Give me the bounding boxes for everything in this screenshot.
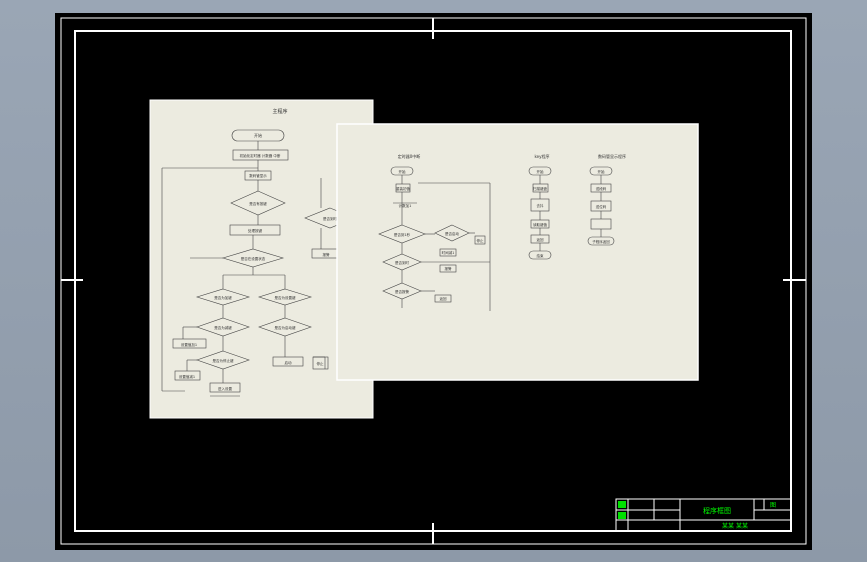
box-start	[272, 356, 304, 367]
c3-end-label: 子程序返回	[592, 239, 610, 244]
sheet-label: 图	[770, 502, 776, 509]
label-start: 开始	[254, 132, 262, 138]
c1-box1	[395, 183, 411, 193]
c3-box2-label: 送位码	[596, 204, 607, 209]
label-box-a: 设置值加1	[181, 342, 197, 347]
drawing-name: 程序框图	[703, 506, 731, 515]
c2-box1-label: 扫描键盘	[533, 186, 547, 191]
title-block	[615, 498, 792, 532]
label-q5: 是否为停止键	[213, 358, 234, 363]
c3-end	[587, 236, 615, 246]
box-enter	[209, 382, 241, 393]
c2-box2-label: 去抖	[537, 203, 545, 208]
c1-q2	[434, 224, 470, 242]
label-box-b: 设置值减1	[179, 374, 195, 379]
org-name: 某某 某某	[722, 523, 748, 530]
title-block-mark-2	[618, 512, 626, 519]
c1-box5-label: 返回	[440, 296, 448, 301]
c1-box3-label: 时间减1	[442, 250, 455, 255]
c1-q3-label: 是否到时	[395, 260, 409, 265]
title-block-mark-1	[618, 501, 626, 508]
process-key	[229, 224, 281, 236]
c1-box6-label: 停止	[477, 238, 485, 243]
label-q2: 是否在设置状态	[241, 256, 266, 261]
c1-box1-label: 重装初值	[396, 186, 410, 191]
c1-q2-label: 是否启动	[445, 231, 459, 236]
label-q-side: 是否到时	[323, 216, 337, 221]
c2-box3-label: 读取键值	[533, 222, 547, 227]
c3-start-label: 开始	[598, 169, 606, 174]
label-q3a: 是否为加键	[214, 295, 232, 300]
label-q4b: 是否为启动键	[275, 325, 296, 330]
left-title: 主程序	[272, 108, 287, 115]
c1-box3	[439, 248, 457, 257]
label-box-e: 启动	[285, 360, 293, 365]
box-stop	[312, 356, 329, 370]
c2-end	[528, 250, 552, 260]
box-minus	[174, 370, 201, 381]
label-q4a: 是否为设置键	[275, 295, 296, 300]
left-flowchart-page: 主程序 开始 初始化定时器 计数器 中断 数码管显示 是否有按键 处理按键 是否…	[149, 99, 374, 419]
label-q1: 是否有按键	[249, 201, 267, 206]
c1-box5	[434, 294, 452, 303]
cad-drawing: 主程序 开始 初始化定时器 计数器 中断 数码管显示 是否有按键 处理按键 是否…	[60, 17, 807, 545]
c2-box4-label: 返回	[537, 237, 545, 242]
box-plus	[172, 338, 207, 349]
process-init	[232, 149, 289, 161]
drawing-sheet: 主程序 开始 初始化定时器 计数器 中断 数码管显示 是否有按键 处理按键 是否…	[55, 13, 812, 550]
c1-start-label: 开始	[399, 169, 407, 174]
c1-q1-label: 是否到1秒	[394, 232, 411, 237]
c1-box4-label: 报警	[445, 266, 453, 271]
label-q3b: 是否为减键	[214, 325, 232, 330]
label-box-f: 停止	[317, 361, 325, 366]
c2-start-label: 开始	[537, 169, 545, 174]
c2-box1	[532, 183, 549, 193]
c2-title: key程序	[534, 153, 549, 159]
label-init: 初始化定时器 计数器 中断	[240, 153, 281, 158]
label-box-c: 进入设置	[218, 386, 232, 391]
c1-title: 定时器0中断	[398, 153, 421, 159]
right-flowchart-page: 定时器0中断 开始 重装初值 计数加1 是否到1秒 是否启动 是否到时 是否报警…	[336, 123, 699, 381]
label-display: 数码管显示	[249, 173, 267, 178]
c1-box2-label: 计数加1	[399, 203, 412, 208]
c3-title: 数码管显示程序	[598, 153, 626, 159]
label-box-side: 报警	[323, 252, 331, 257]
c3-box1-label: 送段码	[596, 186, 607, 191]
c1-box6	[474, 235, 486, 245]
label-process2: 处理按键	[248, 228, 262, 233]
c1-q4-label: 是否报警	[395, 289, 409, 294]
c1-box4	[439, 264, 457, 273]
c2-end-label: 结束	[537, 253, 545, 258]
